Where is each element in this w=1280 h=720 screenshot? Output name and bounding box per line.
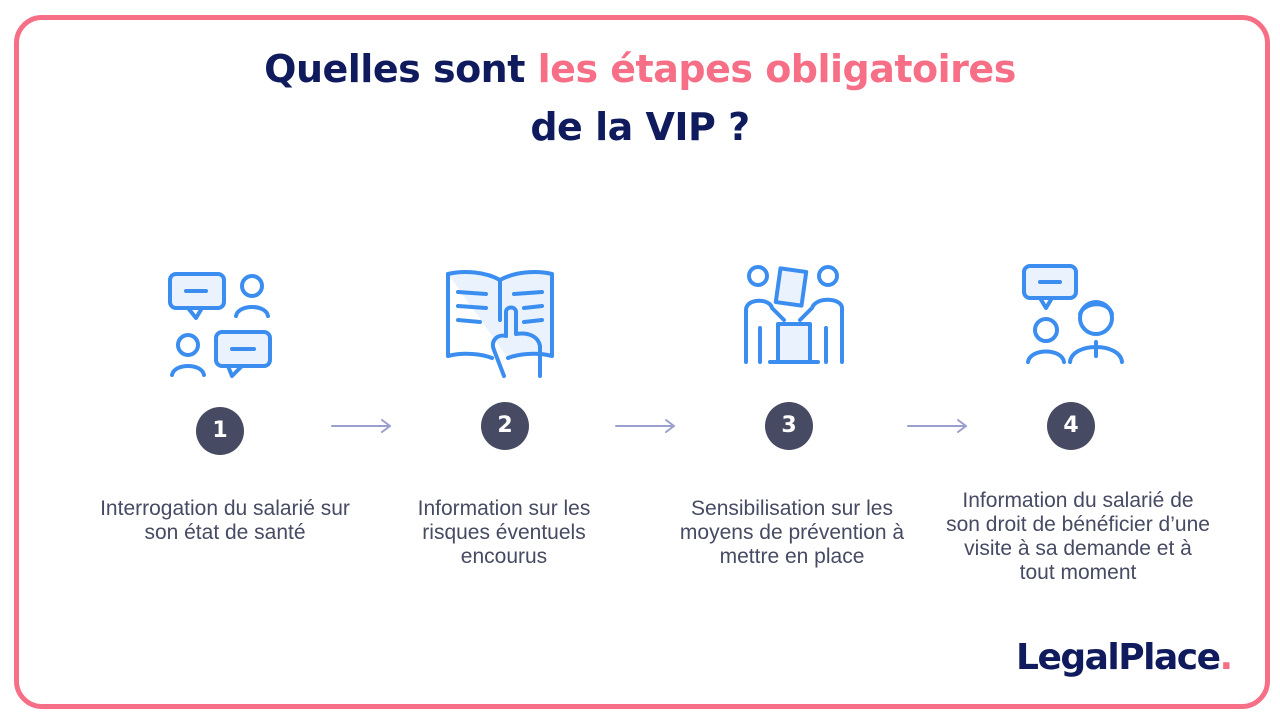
- step-number-badge: 2: [481, 402, 529, 450]
- step-number-badge: 3: [765, 402, 813, 450]
- presentation-people-icon: [730, 258, 850, 378]
- legalplace-logo: LegalPlace.: [1016, 630, 1236, 686]
- arrow-right-icon: [614, 418, 676, 434]
- conversation-people-icon: [160, 262, 280, 382]
- title-line2: de la VIP ?: [530, 105, 750, 149]
- arrow-right-icon: [330, 418, 392, 434]
- title-prefix: Quelles sont: [264, 47, 538, 91]
- page-title: Quelles sont les étapes obligatoires de …: [0, 40, 1280, 156]
- step-description: Information sur les risques éventuels en…: [417, 497, 591, 568]
- step-number-badge: 1: [196, 407, 244, 455]
- logo-text: LegalPlace: [1016, 637, 1221, 678]
- title-highlight: les étapes obligatoires: [537, 47, 1017, 91]
- open-book-hand-icon: [440, 262, 560, 382]
- logo-dot: .: [1219, 637, 1234, 678]
- step-description: Information du salarié de son droit de b…: [946, 489, 1210, 584]
- arrow-right-icon: [906, 418, 968, 434]
- step-description: Sensibilisation sur les moyens de préven…: [679, 497, 905, 568]
- step-description: Interrogation du salarié sur son état de…: [100, 497, 350, 544]
- consultation-person-icon: [1012, 258, 1132, 378]
- step-number-badge: 4: [1047, 402, 1095, 450]
